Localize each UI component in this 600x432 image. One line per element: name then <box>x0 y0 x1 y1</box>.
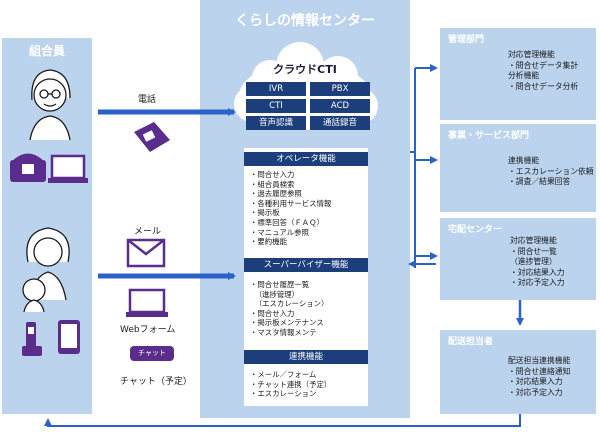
dept-management-title: 管理部門 <box>448 35 485 45</box>
list-item: 連携機能 <box>508 156 540 165</box>
mail-label: メール <box>134 227 162 237</box>
dept-delivery-list: 配送担当連携機能 ・問合せ連絡通知 ・対応結果入力 ・対応予定入力 <box>508 356 570 398</box>
list-item: （エスカレーション） <box>254 299 329 309</box>
list-item: ・組合員検索 <box>250 179 295 189</box>
list-item: ・掲示板メンテナンス <box>250 318 324 328</box>
laptop-icon <box>48 154 88 183</box>
list-item: （進捗管理） <box>254 289 300 299</box>
mail-icon <box>126 238 166 268</box>
list-item: ・掲示板 <box>250 208 280 218</box>
list-item: ・対応結果入力 <box>510 267 565 277</box>
dept-business-title: 事業・サービス部門 <box>448 131 530 141</box>
list-item: ・調査／結果回答 <box>508 177 571 186</box>
linkage-list: ・メール／フォーム ・チャット連携（予定） ・エスカレーション <box>250 370 331 399</box>
chat-label: チャット（予定） <box>120 377 192 387</box>
list-item: ・問合せ一覧 <box>510 246 557 256</box>
dept-business-panel <box>440 124 596 212</box>
dept-takuhai-title: 宅配センター <box>448 225 503 235</box>
web-laptop-icon <box>126 288 168 317</box>
dept-takuhai-panel <box>440 218 596 300</box>
elderly-person-icon <box>29 69 71 141</box>
list-item: ・問合せ入力 <box>250 170 295 179</box>
dept-delivery-panel <box>440 330 596 414</box>
list-item: ・問合せデータ分析 <box>508 81 579 91</box>
cti-cti: CTI <box>246 99 306 113</box>
list-item: ・マスタ情報メンテ <box>250 327 317 337</box>
cti-call-recording: 通話録音 <box>310 116 370 130</box>
center-title: くらしの情報センター <box>235 13 375 29</box>
list-item: ・各種利用サービス情報 <box>250 198 332 208</box>
list-item: 配送担当連携機能 <box>508 356 571 365</box>
cti-pbx: PBX <box>310 82 370 96</box>
dept-delivery-title: 配送担当者 <box>448 337 494 347</box>
list-item: ・過去履歴参照 <box>250 189 302 199</box>
cordless-phone-icon <box>22 322 42 356</box>
list-item: ・問合せデータ集計 <box>508 60 579 70</box>
chat-badge: チャット <box>130 346 174 361</box>
list-item: ・標準回答（ＦＡＱ） <box>250 217 324 227</box>
supervisor-list: ・問合せ履歴一覧 （進捗管理） （エスカレーション） ・問合せ入力 ・掲示板メン… <box>250 280 328 338</box>
dept-management-list: 対応管理機能 ・問合せデータ集計 分析機能 ・問合せデータ分析 <box>508 50 578 92</box>
list-item: ・エスカレーション <box>250 389 317 399</box>
cti-ivr: IVR <box>246 82 306 96</box>
list-item: ・対応結果入力 <box>508 377 563 386</box>
dept-management-panel <box>440 28 596 120</box>
linkage-title: 連携機能 <box>244 350 368 364</box>
phone-label: 電話 <box>138 95 157 105</box>
list-item: ・問合せ履歴一覧 <box>250 280 310 289</box>
tablet-icon <box>58 320 80 354</box>
return-line <box>44 414 521 427</box>
operator-title: オペレータ機能 <box>244 152 368 166</box>
list-item: ・要約機能 <box>250 237 287 247</box>
list-item: ・エスカレーション依頼 <box>508 166 594 176</box>
cloud-cti-title: クラウドCTI <box>273 63 337 76</box>
list-item: （進捗管理） <box>510 257 557 266</box>
operator-list: ・問合せ入力 ・組合員検索 ・過去履歴参照 ・各種利用サービス情報 ・掲示板 ・… <box>250 170 331 247</box>
cti-acd: ACD <box>310 99 370 113</box>
list-item: ・マニュアル参照 <box>250 227 309 237</box>
mother-child-icon <box>22 227 70 313</box>
phone-handset-icon <box>134 122 170 152</box>
list-item: ・対応予定入力 <box>510 278 565 287</box>
list-item: ・メール／フォーム <box>250 370 317 379</box>
members-title: 組合員 <box>28 44 65 58</box>
list-item: ・対応予定入力 <box>508 387 563 397</box>
list-item: 対応管理機能 <box>508 50 555 59</box>
web-form-label: Webフォーム <box>120 325 176 335</box>
cti-voice-recognition: 音声認識 <box>246 116 306 130</box>
list-item: 対応管理機能 <box>510 236 557 245</box>
list-item: 分析機能 <box>508 71 540 80</box>
dept-business-list: 連携機能 ・エスカレーション依頼 ・調査／結果回答 <box>508 156 594 188</box>
dept-takuhai-list: 対応管理機能 ・問合せ一覧 （進捗管理） ・対応結果入力 ・対応予定入力 <box>510 236 565 289</box>
desk-phone-icon <box>10 153 46 182</box>
list-item: ・問合せ連絡通知 <box>508 366 571 376</box>
list-item: ・チャット連携（予定） <box>250 379 332 389</box>
supervisor-title: スーパーバイザー機能 <box>244 258 368 272</box>
list-item: ・問合せ入力 <box>250 308 295 318</box>
